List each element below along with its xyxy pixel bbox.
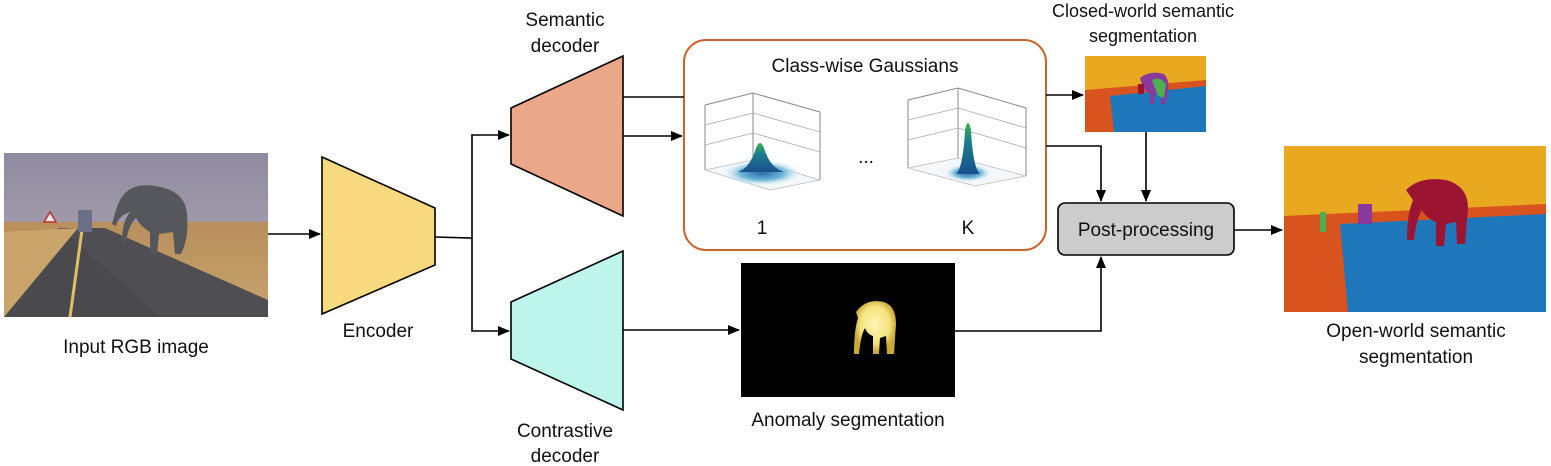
contrastive-decoder-label-line1: Contrastive: [517, 421, 613, 442]
closed-world-segmentation-image: [1085, 56, 1206, 132]
post-processing-label: Post-processing: [1078, 220, 1214, 241]
gaussian-label-last: K: [962, 218, 975, 239]
class-wise-gaussians-box: [683, 39, 1047, 251]
input-rgb-image: [4, 153, 268, 318]
contrastive-decoder-block: [510, 249, 624, 412]
arrow-encoder-to-contrastive: [471, 238, 510, 336]
arrow-anomaly-to-post: [955, 256, 1106, 332]
semantic-decoder-label-line1: Semantic: [525, 10, 604, 31]
anomaly-segmentation-image: [741, 263, 955, 397]
anomaly-label: Anomaly segmentation: [751, 410, 944, 431]
contrastive-decoder-label-line2: decoder: [531, 446, 600, 466]
semantic-decoder-block: [510, 54, 624, 218]
input-image-label: Input RGB image: [63, 337, 209, 358]
encoder-block: [321, 155, 436, 316]
gaussian-plot-1: [704, 92, 821, 191]
closed-world-label-line1: Closed-world semantic: [1052, 1, 1234, 21]
open-world-segmentation-image: [1284, 146, 1546, 312]
gaussian-ellipsis: ...: [858, 147, 874, 168]
post-processing-box: [1057, 202, 1235, 256]
connectors: [268, 90, 1283, 336]
gaussians-title: Class-wise Gaussians: [772, 56, 959, 77]
gaussian-plot-k: [907, 87, 1027, 187]
open-world-label-line1: Open-world semantic: [1326, 321, 1506, 342]
encoder-label: Encoder: [343, 321, 414, 342]
arrow-gaussians-to-post: [1046, 145, 1106, 202]
gaussian-label-first: 1: [757, 218, 768, 239]
arrow-encoder-to-semantic: [434, 130, 510, 239]
closed-world-label-line2: segmentation: [1089, 26, 1197, 46]
semantic-decoder-label-line2: decoder: [531, 36, 600, 57]
open-world-label-line2: segmentation: [1359, 347, 1473, 368]
